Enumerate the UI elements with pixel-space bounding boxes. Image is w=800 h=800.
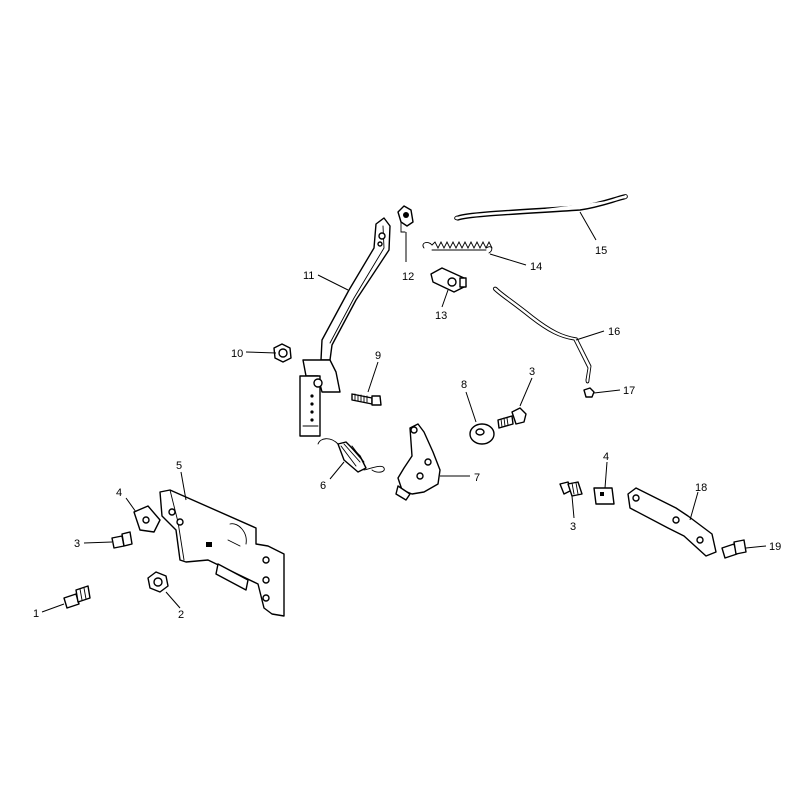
part-5-plate xyxy=(159,489,285,617)
callout-12: 12 xyxy=(402,271,414,283)
callout-9: 9 xyxy=(375,350,381,362)
callout-7: 7 xyxy=(474,472,480,484)
part-9-screw xyxy=(351,393,382,406)
part-13-bracket xyxy=(430,267,467,293)
callout-8: 8 xyxy=(461,379,467,391)
callout-13: 13 xyxy=(435,310,447,322)
callout-11: 11 xyxy=(303,270,314,282)
callout-1: 1 xyxy=(33,608,39,620)
part-18-link xyxy=(627,487,717,557)
part-7-bracket xyxy=(395,423,441,501)
part-19-bolt xyxy=(721,539,747,559)
callout-15: 15 xyxy=(595,245,607,257)
callout-3-upper: 3 xyxy=(529,366,535,378)
callout-3-left: 3 xyxy=(74,538,80,550)
callout-14: 14 xyxy=(530,261,542,273)
part-6-spring xyxy=(317,438,385,473)
part-14-spring xyxy=(422,240,493,254)
callout-4-right: 4 xyxy=(603,451,609,463)
part-16-rod xyxy=(492,286,592,384)
part-4-clip-right xyxy=(593,487,615,505)
leader-lines xyxy=(41,211,767,613)
callout-labels: 1 2 3 3 3 4 4 5 6 7 8 9 10 11 12 13 14 1… xyxy=(33,245,781,621)
part-3-bolt-upper xyxy=(497,407,527,429)
part-3-screw-right xyxy=(559,481,583,497)
callout-6: 6 xyxy=(320,480,326,492)
part-2-nut xyxy=(147,571,169,593)
part-10-nut xyxy=(273,343,292,363)
part-15-rod xyxy=(454,194,628,221)
callout-2: 2 xyxy=(178,609,184,621)
part-12-clip xyxy=(397,205,414,233)
part-4-clip-left xyxy=(133,505,161,533)
callout-4-left: 4 xyxy=(116,487,122,499)
callout-17: 17 xyxy=(623,385,635,397)
part-11-lever xyxy=(299,217,391,437)
part-17-nut xyxy=(583,387,595,398)
callout-10: 10 xyxy=(231,348,243,360)
callout-16: 16 xyxy=(608,326,620,338)
callout-3-right: 3 xyxy=(570,521,576,533)
part-8-washer xyxy=(469,423,495,445)
part-3-screw-left xyxy=(111,531,133,549)
callout-5: 5 xyxy=(176,460,182,472)
part-1-bolt xyxy=(63,585,91,609)
callout-19: 19 xyxy=(769,541,781,553)
callout-18: 18 xyxy=(695,482,707,494)
